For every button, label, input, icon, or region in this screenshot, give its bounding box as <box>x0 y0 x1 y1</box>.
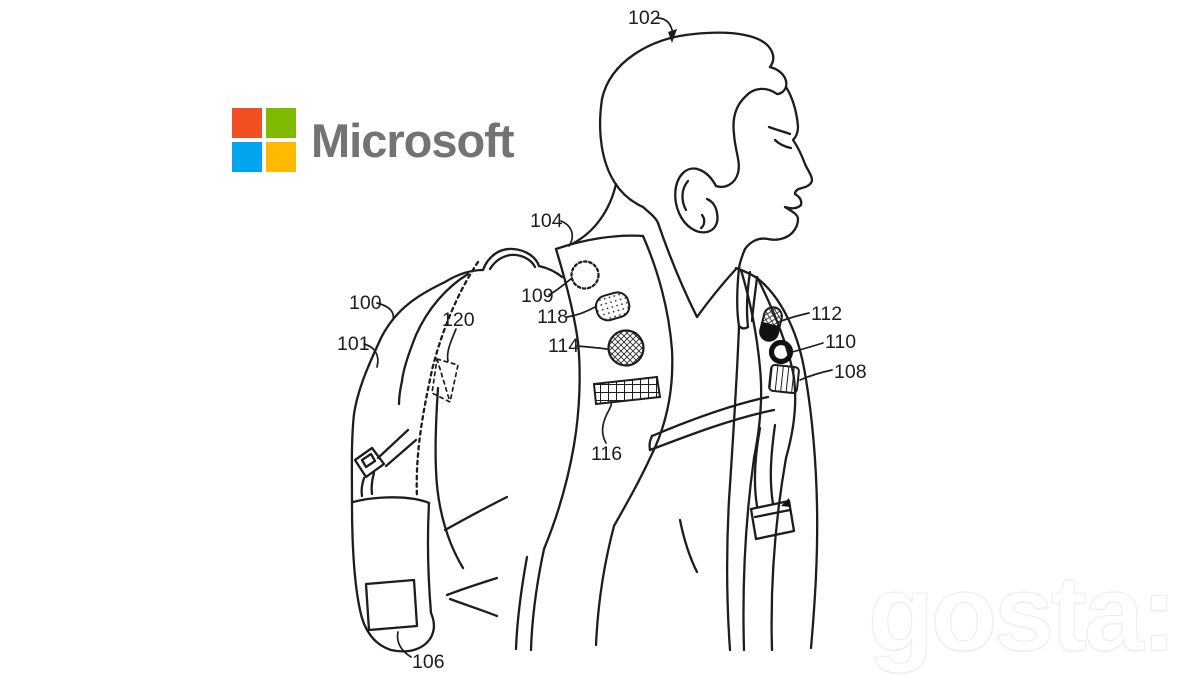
logo-square-yellow <box>266 142 296 172</box>
backpack-top-edge <box>443 268 485 284</box>
pocket-seam <box>351 496 431 505</box>
microsoft-logo-squares <box>232 108 296 172</box>
elbow-crease-2 <box>445 576 499 618</box>
sensor-114-crosshatch-circle <box>607 329 645 367</box>
dangling-strap <box>753 423 777 508</box>
ear <box>674 167 719 234</box>
dashed-region-120 <box>431 357 459 404</box>
sensor-110-ring <box>768 339 794 365</box>
ref-label-109: 109 <box>521 285 554 307</box>
backpack-inner-edge <box>397 272 470 406</box>
sleeve-back-edge <box>434 386 465 570</box>
arm-sleeve <box>434 386 546 652</box>
elbow-crease <box>443 495 509 532</box>
backpack-dashed-seam <box>415 260 480 500</box>
backpack <box>350 247 564 653</box>
collar-right-lapel <box>695 267 738 319</box>
arrowhead-102 <box>668 29 677 43</box>
hatched-panel-106 <box>364 578 419 632</box>
microsoft-logo: Microsoft <box>232 108 514 172</box>
logo-square-red <box>232 108 262 138</box>
ref-label-120: 120 <box>442 309 475 331</box>
sensor-112-pill <box>759 306 783 342</box>
sensor-108-striped-module <box>768 364 800 394</box>
leader-lines <box>363 17 833 658</box>
ref-label-116: 116 <box>591 443 622 465</box>
ref-label-102: 102 <box>628 7 661 29</box>
backpack-outer-edge <box>350 280 447 653</box>
ref-label-106: 106 <box>412 651 445 673</box>
shoulder-strap <box>542 234 674 647</box>
shirt-placket <box>726 324 741 652</box>
watermark: gosta: <box>868 552 1178 673</box>
sensor-116-grid-band <box>592 375 662 406</box>
front-strap-left-edge <box>739 268 763 652</box>
sensor-109-dotted-circle <box>570 260 600 290</box>
nape-line <box>570 182 618 246</box>
strap-top-edge <box>554 234 645 251</box>
side-buckle <box>353 446 386 479</box>
ref-label-101: 101 <box>337 333 370 355</box>
logo-square-blue <box>232 142 262 172</box>
carry-handle <box>481 247 541 272</box>
shirt-wrinkle <box>678 518 699 574</box>
eyebrow <box>767 125 792 136</box>
sensor-118-dotted-patch <box>594 291 631 322</box>
compression-strap <box>376 428 418 468</box>
strap-right-edge <box>594 234 674 647</box>
front-strap <box>739 268 800 652</box>
strap-left-edge <box>542 247 581 551</box>
wearer-head <box>570 31 814 270</box>
neck-front <box>737 247 747 270</box>
ref-label-104: 104 <box>530 210 563 232</box>
chest-strap <box>648 395 796 541</box>
logo-square-green <box>266 108 296 138</box>
ref-label-100: 100 <box>349 292 382 314</box>
ref-label-110: 110 <box>825 331 856 353</box>
ref-label-114: 114 <box>548 335 579 357</box>
ref-label-108: 108 <box>834 361 867 383</box>
ref-label-112: 112 <box>811 303 842 325</box>
reference-numerals: 102 104 100 109 120 118 101 114 112 110 … <box>337 7 867 673</box>
ref-label-118: 118 <box>537 306 568 328</box>
strap-adjuster-buckle <box>749 499 796 541</box>
closed-eye <box>773 138 793 150</box>
microsoft-wordmark: Microsoft <box>311 113 514 167</box>
collar-left-lapel <box>656 221 699 319</box>
